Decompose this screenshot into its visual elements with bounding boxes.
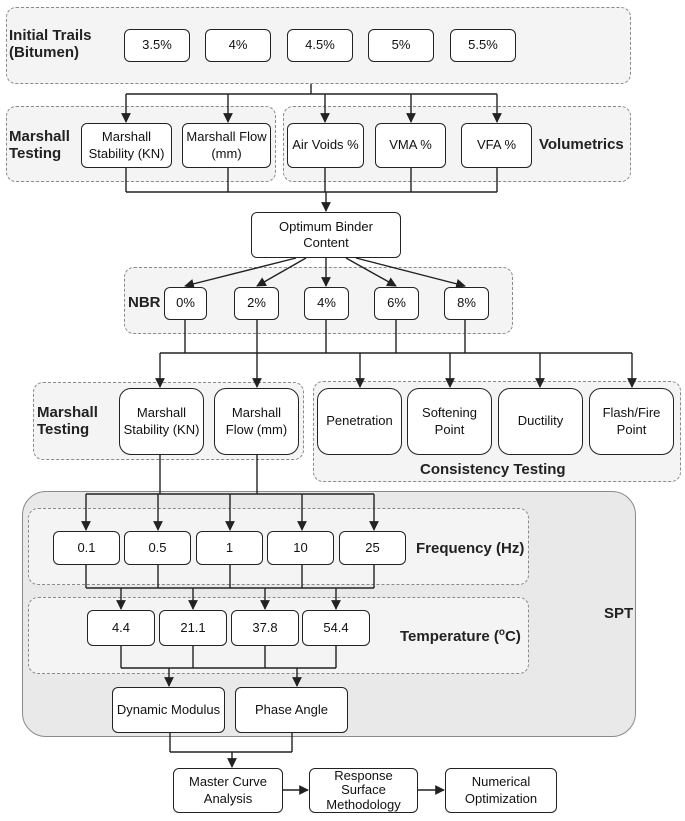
- frequency-node: 1: [196, 531, 263, 565]
- master-curve-node: Master Curve Analysis: [173, 768, 283, 813]
- frequency-node: 0.1: [53, 531, 120, 565]
- ductility-node: Ductility: [498, 388, 583, 455]
- marshall-testing-mid-label: Marshall Testing: [37, 404, 98, 439]
- temperature-node: 54.4: [302, 610, 370, 646]
- frequency-node: 10: [267, 531, 334, 565]
- marshall-flow-mid-node: Marshall Flow (mm): [214, 388, 299, 455]
- air-voids-node: Air Voids %: [287, 123, 364, 168]
- nbr-node: 4%: [304, 287, 349, 320]
- frequency-label: Frequency (Hz): [416, 540, 525, 557]
- softening-point-node: Softening Point: [407, 388, 492, 455]
- consistency-testing-label: Consistency Testing: [420, 461, 566, 478]
- frequency-node: 25: [339, 531, 406, 565]
- penetration-node: Penetration: [317, 388, 402, 455]
- initial-trails-label: Initial Trails (Bitumen): [9, 27, 92, 62]
- response-surface-node: Response Surface Methodology: [309, 768, 418, 813]
- dynamic-modulus-node: Dynamic Modulus: [112, 687, 225, 733]
- bitumen-node: 5.5%: [450, 29, 516, 62]
- spt-label: SPT: [604, 605, 634, 622]
- volumetrics-label: Volumetrics: [539, 136, 624, 153]
- marshall-flow-node: Marshall Flow (mm): [182, 123, 271, 168]
- phase-angle-node: Phase Angle: [235, 687, 348, 733]
- frequency-node: 0.5: [124, 531, 191, 565]
- marshall-stability-mid-node: Marshall Stability (KN): [119, 388, 204, 455]
- marshall-testing-top-label: Marshall Testing: [9, 128, 70, 163]
- bitumen-node: 4.5%: [287, 29, 353, 62]
- nbr-node: 6%: [374, 287, 419, 320]
- numerical-optimization-node: Numerical Optimization: [445, 768, 557, 813]
- flash-fire-point-node: Flash/Fire Point: [589, 388, 674, 455]
- bitumen-node: 5%: [368, 29, 434, 62]
- temperature-node: 21.1: [159, 610, 227, 646]
- marshall-stability-node: Marshall Stability (KN): [81, 123, 172, 168]
- vfa-node: VFA %: [461, 123, 532, 168]
- optimum-binder-node: Optimum Binder Content: [251, 212, 401, 258]
- nbr-node: 8%: [444, 287, 489, 320]
- temperature-node: 37.8: [231, 610, 299, 646]
- nbr-label: NBR: [128, 294, 161, 311]
- vma-node: VMA %: [375, 123, 446, 168]
- nbr-node: 0%: [164, 287, 207, 320]
- temperature-label-suffix: C): [505, 628, 521, 645]
- temperature-node: 4.4: [87, 610, 155, 646]
- temperature-label: Temperature (oC): [400, 627, 521, 645]
- temperature-label-degree: o: [498, 627, 506, 638]
- bitumen-node: 4%: [205, 29, 271, 62]
- bitumen-node: 3.5%: [124, 29, 190, 62]
- temperature-label-prefix: Temperature (: [400, 628, 499, 645]
- nbr-node: 2%: [234, 287, 279, 320]
